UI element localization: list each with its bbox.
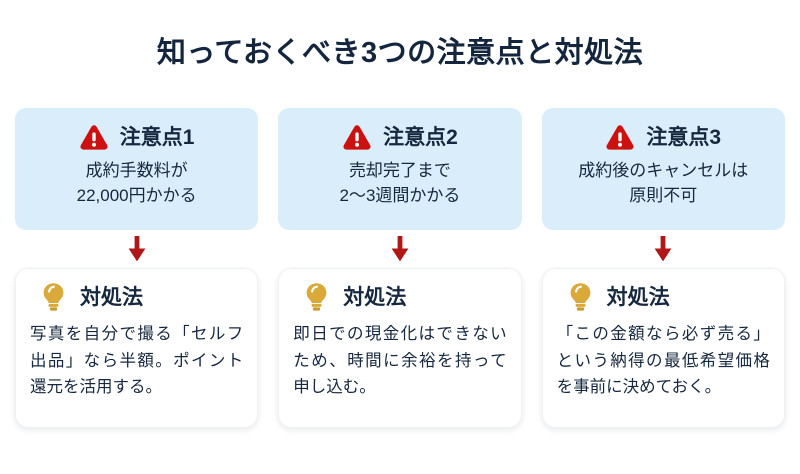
warning-title-3: 注意点3 bbox=[646, 125, 722, 149]
warning-triangle-icon bbox=[79, 122, 109, 152]
warning-header-1: 注意点1 bbox=[79, 122, 195, 152]
arrow-down-icon bbox=[654, 236, 672, 262]
solution-body-1: 写真を自分で撮る「セルフ出品」なら半額。ポイント還元を活用する。 bbox=[30, 325, 244, 397]
lightbulb-icon bbox=[567, 282, 594, 312]
warning-card-3: 注意点3 成約後のキャンセルは 原則不可 bbox=[541, 108, 785, 230]
warning-header-3: 注意点3 bbox=[605, 122, 721, 152]
warning-body-3: 成約後のキャンセルは 原則不可 bbox=[578, 161, 749, 205]
column-1: 注意点1 成約手数料が 22,000円かかる bbox=[15, 108, 259, 428]
warning-card-2: 注意点2 売却完了まで 2〜3週間かかる bbox=[278, 108, 522, 230]
solution-title-1: 対処法 bbox=[80, 285, 143, 309]
solution-card-3: 対処法 「この金額なら必ず売る」という納得の最低希望価格を事前に決めておく。 bbox=[541, 268, 785, 428]
solution-header-2: 対処法 bbox=[293, 282, 506, 312]
warning-card-1: 注意点1 成約手数料が 22,000円かかる bbox=[15, 108, 259, 230]
warning-body-2: 売却完了まで 2〜3週間かかる bbox=[339, 161, 461, 205]
arrow-down-icon bbox=[128, 236, 146, 262]
warning-triangle-icon bbox=[342, 122, 372, 152]
warning-triangle-icon bbox=[605, 122, 635, 152]
solution-card-2: 対処法 即日での現金化はできないため、時間に余裕を持って申し込む。 bbox=[278, 268, 522, 428]
column-2: 注意点2 売却完了まで 2〜3週間かかる bbox=[278, 108, 522, 428]
solution-title-2: 対処法 bbox=[343, 285, 407, 309]
warning-header-2: 注意点2 bbox=[342, 122, 458, 152]
columns-container: 注意点1 成約手数料が 22,000円かかる bbox=[15, 108, 785, 428]
connector-2 bbox=[278, 230, 521, 268]
solution-title-3: 対処法 bbox=[606, 285, 670, 309]
lightbulb-icon bbox=[303, 282, 330, 312]
solution-header-3: 対処法 bbox=[557, 282, 770, 312]
connector-3 bbox=[542, 230, 785, 268]
warning-title-2: 注意点2 bbox=[383, 125, 458, 149]
warning-body-1: 成約手数料が 22,000円かかる bbox=[76, 161, 197, 205]
solution-card-1: 対処法 写真を自分で撮る「セルフ出品」なら半額。ポイント還元を活用する。 bbox=[15, 268, 259, 428]
lightbulb-icon bbox=[40, 282, 67, 312]
solution-header-1: 対処法 bbox=[30, 282, 243, 312]
column-3: 注意点3 成約後のキャンセルは 原則不可 bbox=[541, 108, 785, 428]
arrow-down-icon bbox=[391, 236, 409, 262]
connector-1 bbox=[15, 230, 258, 268]
solution-body-2: 即日での現金化はできないため、時間に余裕を持って申し込む。 bbox=[293, 325, 507, 397]
warning-title-1: 注意点1 bbox=[119, 125, 195, 149]
solution-body-3: 「この金額なら必ず売る」という納得の最低希望価格を事前に決めておく。 bbox=[556, 325, 770, 397]
page-title: 知っておくべき3つの注意点と対処法 bbox=[156, 37, 644, 69]
